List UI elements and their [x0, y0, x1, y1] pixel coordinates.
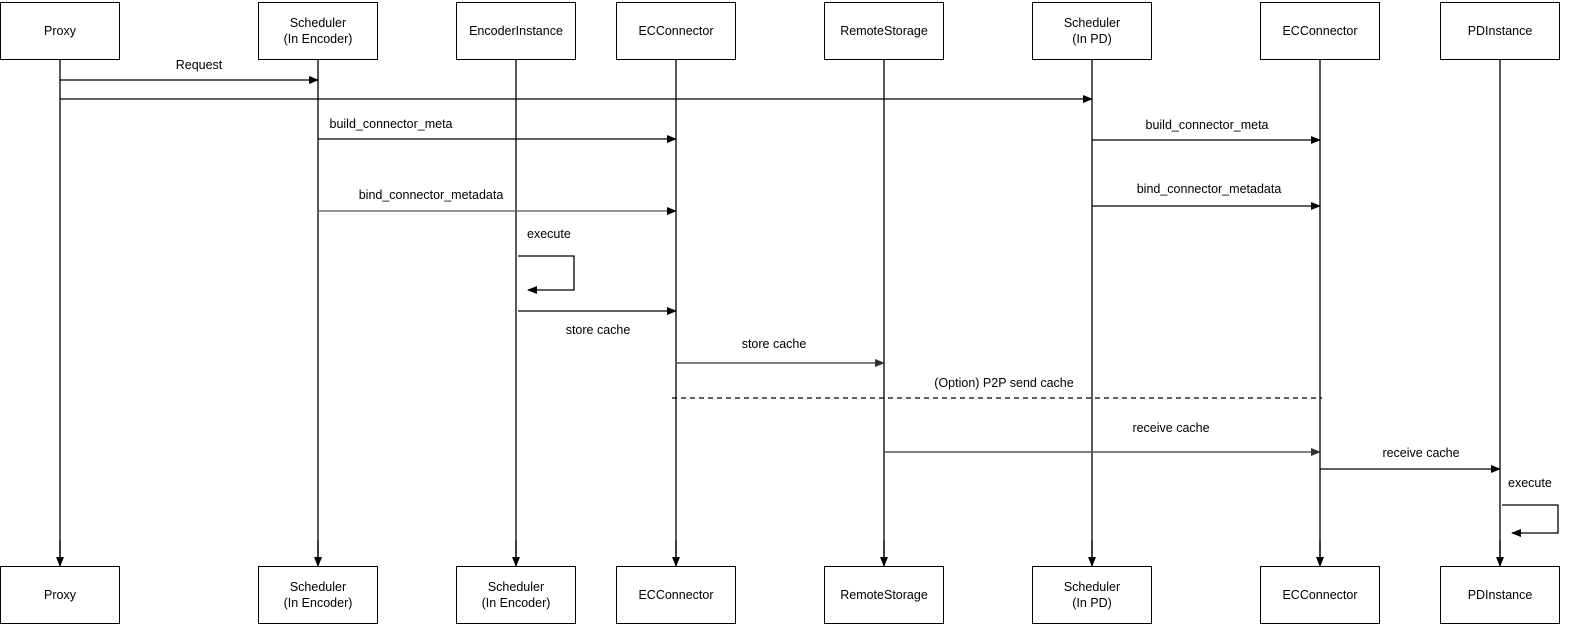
participant-label: Scheduler [289, 16, 347, 30]
participant-label: Scheduler [289, 580, 347, 594]
message-label-receive-cache-from-storage: receive cache [1132, 421, 1210, 435]
participant-box-top-scheduler-pd[interactable]: Scheduler (In PD) [1032, 2, 1152, 60]
participant-sublabel: (In Encoder) [283, 596, 353, 610]
participant-box-bottom-proxy[interactable]: Proxy [0, 566, 120, 624]
participant-label: ECConnector [638, 24, 714, 38]
participant-box-top-encoder-instance[interactable]: EncoderInstance [456, 2, 576, 60]
lifeline-end-arrows [56, 540, 1504, 567]
message-selfloop-execute-pd [1502, 504, 1559, 537]
message-label-p2p-send-cache: (Option) P2P send cache [934, 376, 1074, 390]
participant-label: EncoderInstance [469, 24, 563, 38]
participant-box-bottom-remote-storage[interactable]: RemoteStorage [824, 566, 944, 624]
message-label-bind-connector-metadata-pd: bind_connector_metadata [1136, 182, 1282, 196]
message-label-execute-pd: execute [1508, 476, 1552, 490]
message-label-store-cache-remote: store cache [741, 337, 807, 351]
participant-label: PDInstance [1467, 24, 1533, 38]
participant-box-bottom-ec-connector-pd[interactable]: ECConnector [1260, 566, 1380, 624]
participant-label: ECConnector [1282, 24, 1358, 38]
message-label-build-connector-meta-encoder: build_connector_meta [329, 117, 453, 131]
participant-label: PDInstance [1467, 588, 1533, 602]
participant-box-bottom-ec-connector-encoder[interactable]: ECConnector [616, 566, 736, 624]
participant-box-top-pd-instance[interactable]: PDInstance [1440, 2, 1560, 60]
participant-label: Scheduler [1063, 16, 1121, 30]
participant-label: RemoteStorage [840, 24, 928, 38]
participant-box-bottom-scheduler-encoder[interactable]: Scheduler (In Encoder) [258, 566, 378, 624]
participant-box-top-ec-connector-encoder[interactable]: ECConnector [616, 2, 736, 60]
participant-label: ECConnector [1282, 588, 1358, 602]
participant-label: RemoteStorage [840, 588, 928, 602]
message-label-store-cache-local: store cache [565, 323, 631, 337]
participant-sublabel: (In PD) [1072, 596, 1112, 610]
participant-box-bottom-scheduler-pd[interactable]: Scheduler (In PD) [1032, 566, 1152, 624]
participant-box-top-remote-storage[interactable]: RemoteStorage [824, 2, 944, 60]
message-label-receive-cache-to-pd: receive cache [1382, 446, 1460, 460]
participant-sublabel: (In PD) [1072, 32, 1112, 46]
message-label-build-connector-meta-pd: build_connector_meta [1145, 118, 1269, 132]
participant-box-bottom-encoder-instance[interactable]: Scheduler (In Encoder) [456, 566, 576, 624]
message-label-execute-encoder: execute [527, 227, 571, 241]
lifelines [59, 60, 1501, 566]
participant-label: Scheduler [1063, 580, 1121, 594]
participant-box-top-ec-connector-pd[interactable]: ECConnector [1260, 2, 1380, 60]
message-label-request: Request [175, 58, 223, 72]
message-selfloop-execute-encoder [518, 255, 575, 294]
participant-label: Proxy [44, 24, 76, 38]
message-label-bind-connector-metadata-encoder: bind_connector_metadata [358, 188, 504, 202]
participant-label: Scheduler [487, 580, 545, 594]
participant-label: ECConnector [638, 588, 714, 602]
participant-box-top-scheduler-encoder[interactable]: Scheduler (In Encoder) [258, 2, 378, 60]
participant-sublabel: (In Encoder) [481, 596, 551, 610]
participant-label: Proxy [44, 588, 76, 602]
participant-box-top-proxy[interactable]: Proxy [0, 2, 120, 60]
participant-box-bottom-pd-instance[interactable]: PDInstance [1440, 566, 1560, 624]
participant-sublabel: (In Encoder) [283, 32, 353, 46]
